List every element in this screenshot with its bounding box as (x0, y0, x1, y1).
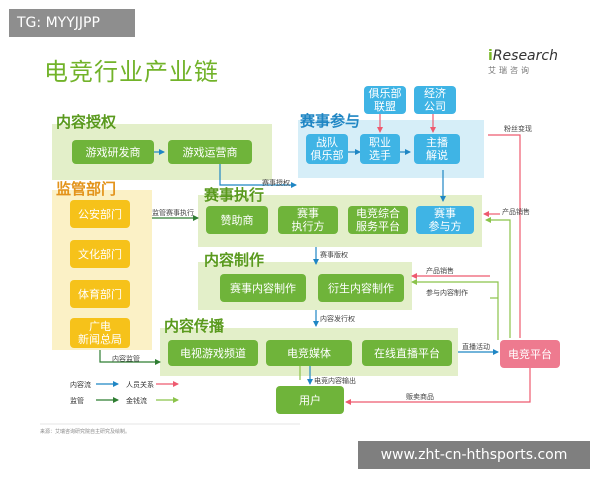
node-event-organizer: 赛事 执行方 (278, 206, 338, 234)
node-anchor-line2: 解说 (426, 149, 448, 162)
edge-label-join-content: 参与内容制作 (426, 289, 468, 297)
node-user: 用户 (276, 386, 344, 414)
edge-label-regulate-exec: 监管赛事执行 (152, 209, 194, 217)
region-title-production: 内容制作 (204, 251, 265, 269)
node-service-platform: 电竞综合 服务平台 (348, 206, 408, 234)
node-event-participant-line2: 参与方 (428, 220, 462, 233)
legend-people-relation: 人员关系 (126, 381, 154, 389)
node-service-platform-line1: 电竞综合 (356, 207, 400, 220)
node-event-participant-line1: 赛事 (434, 207, 456, 220)
node-game-developer: 游戏研发商 (72, 140, 154, 164)
node-sports: 体育部门 (70, 280, 130, 308)
legend-content-flow: 内容流 (70, 381, 91, 389)
content-flow-edges (154, 149, 499, 385)
node-event-content-production: 赛事内容制作 (220, 274, 306, 302)
node-tv-game-channel: 电视游戏频道 (168, 340, 258, 366)
node-club-league-line2: 联盟 (374, 100, 396, 113)
node-police: 公安部门 (70, 200, 130, 228)
logo-subtitle: 艾瑞咨询 (488, 66, 532, 75)
iresearch-logo: iResearch 艾瑞咨询 (488, 48, 560, 78)
node-pro-player-line2: 选手 (369, 149, 391, 162)
legend-money-flow: 金钱流 (126, 397, 147, 405)
node-esports-platform: 电竞平台 (500, 340, 560, 368)
node-agency-line2: 公司 (424, 100, 446, 113)
node-event-organizer-line2: 执行方 (291, 220, 325, 233)
node-derivative-content-production: 衍生内容制作 (318, 274, 404, 302)
node-pro-player-line1: 职业 (369, 136, 391, 149)
node-agency: 经济 公司 (414, 86, 456, 114)
region-title-regulation: 监管部门 (56, 180, 117, 198)
edge-label-product-sales-1: 产品销售 (502, 208, 530, 216)
region-title-execution: 赛事执行 (204, 186, 265, 204)
top-tag: TG: MYYJJPP (9, 9, 135, 37)
node-broadcast-line2: 新闻总局 (78, 333, 122, 346)
node-agency-line1: 经济 (424, 87, 446, 100)
node-team-club: 战队 俱乐部 (306, 134, 348, 164)
edge-label-event-auth: 赛事授权 (262, 179, 290, 187)
node-live-platform: 在线直播平台 (362, 340, 452, 366)
region-title-content-auth: 内容授权 (56, 113, 117, 131)
node-broadcast: 广电 新闻总局 (70, 318, 130, 348)
edge-label-product-sales-2: 产品销售 (426, 267, 454, 275)
edge-label-sell-goods: 贩卖商品 (406, 393, 434, 401)
node-sponsor: 赞助商 (206, 206, 268, 234)
legend-regulation: 监管 (70, 397, 84, 405)
people-relation-edges (345, 112, 531, 405)
logo-prefix: i (488, 48, 493, 64)
source-note: 来源：艾瑞咨询研究院自主研究及绘制。 (40, 429, 131, 435)
node-team-club-line1: 战队 (316, 136, 338, 149)
edge-label-content-regulate: 内容监管 (112, 355, 140, 363)
node-pro-player: 职业 选手 (360, 134, 400, 164)
node-esports-media: 电竞媒体 (266, 340, 352, 366)
logo-name: Research (492, 48, 558, 64)
edge-label-event-output: 电竞内容输出 (314, 377, 356, 385)
node-anchor: 主播 解说 (414, 134, 460, 164)
node-club-league: 俱乐部 联盟 (364, 86, 406, 114)
node-culture: 文化部门 (70, 240, 130, 268)
page-title: 电竞行业产业链 (44, 58, 219, 86)
watermark-url: www.zht-cn-hthsports.com (358, 441, 590, 469)
edge-label-event-rights: 赛事版权 (320, 251, 348, 259)
node-broadcast-line1: 广电 (89, 320, 111, 333)
node-event-organizer-line1: 赛事 (297, 207, 319, 220)
node-event-participant: 赛事 参与方 (416, 206, 474, 234)
node-anchor-line1: 主播 (426, 136, 448, 149)
money-flow-edges (299, 217, 511, 380)
edge-label-fan-conversion: 粉丝变现 (504, 125, 532, 133)
node-service-platform-line2: 服务平台 (356, 220, 400, 233)
node-club-league-line1: 俱乐部 (368, 87, 402, 100)
regulation-edges (99, 215, 199, 365)
region-title-events: 赛事参与 (300, 112, 361, 130)
node-game-operator: 游戏运营商 (168, 140, 252, 164)
region-title-distribution: 内容传播 (164, 317, 225, 335)
edge-label-content-rights: 内容发行权 (320, 315, 355, 323)
edge-label-live-activity: 直播活动 (462, 343, 490, 351)
node-team-club-line2: 俱乐部 (310, 149, 344, 162)
